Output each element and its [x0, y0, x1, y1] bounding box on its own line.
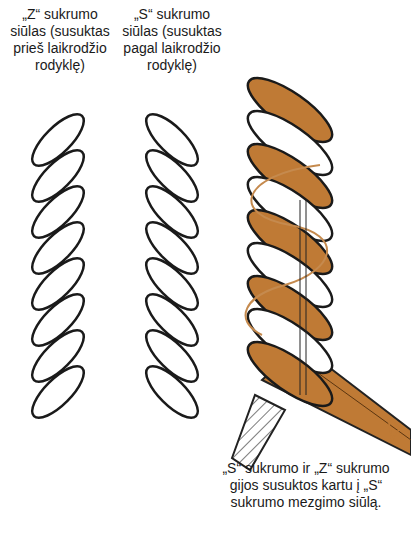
s-twist-strand: [139, 359, 205, 425]
caption-label: „Z“ sukrumo siūlas (susuktas prieš laikr…: [8, 6, 112, 74]
fiber-line: [246, 165, 328, 335]
caption-label: „S“ sukrumo siūlas (susuktas pagal laikr…: [120, 6, 224, 74]
caption-label: „S“ sukrumo ir „Z“ sukrumo gijos susukto…: [208, 460, 404, 511]
strand-line: [300, 200, 301, 395]
plied-strand: [239, 331, 340, 416]
strand-line: [306, 200, 307, 395]
z-twist-strand: [25, 359, 91, 425]
